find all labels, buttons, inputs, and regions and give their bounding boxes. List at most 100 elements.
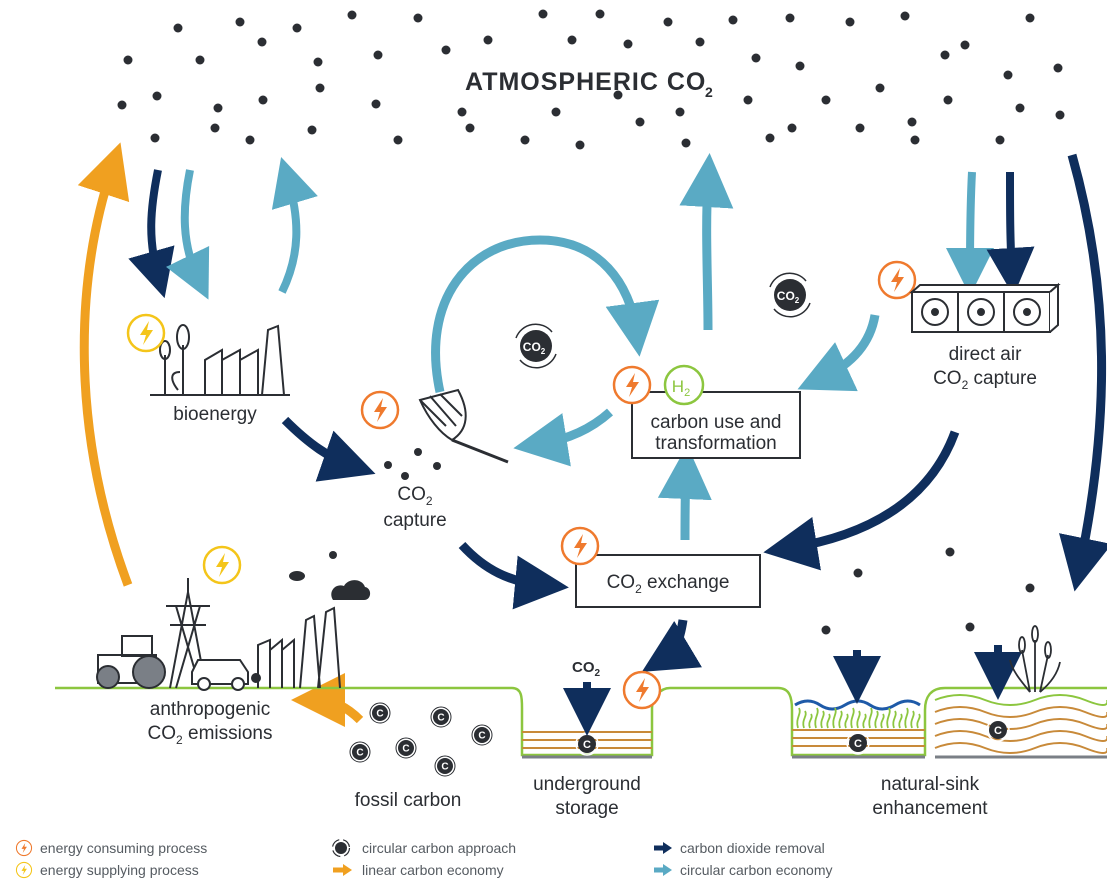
svg-text:C: C [478, 731, 485, 742]
co2-particle [1015, 103, 1025, 113]
co2-particle [945, 547, 955, 557]
co2-particle [960, 40, 970, 50]
co2-particle [213, 103, 223, 113]
ocean-carbon-icon: C [846, 731, 870, 755]
co2-particle [210, 123, 220, 133]
carbon-use-label-line1: carbon use and [651, 412, 782, 433]
seagrass-blade [838, 710, 843, 729]
seagrass-blade [826, 713, 831, 729]
svg-text:C: C [356, 748, 363, 759]
fossil-to-emissions-arrow [291, 673, 364, 728]
carbon-deposit-icon: C [369, 702, 391, 724]
seagrass-blade [910, 710, 915, 729]
co2-particle [907, 117, 917, 127]
co2-particle [613, 90, 623, 100]
seagrass-blade [802, 710, 807, 729]
carbon-deposit-icon: C [430, 706, 452, 728]
svg-text:CO2: CO2 [777, 289, 800, 305]
capture-to-exchange-arrow [458, 541, 569, 610]
co2-particle [785, 13, 795, 23]
seagrass-blade [796, 707, 801, 729]
ground-line [55, 686, 1107, 757]
legend-energy-supplying: energy supplying process [15, 861, 199, 879]
carbon-use-box [631, 391, 801, 459]
smoke-clouds [251, 551, 371, 683]
co2-particle [257, 37, 267, 47]
co2-particle [681, 138, 691, 148]
co2-particle [910, 135, 920, 145]
atmospheric-co2-particles [117, 9, 1065, 635]
co2-particle [787, 123, 797, 133]
bioenergy-plant-illustration [150, 324, 290, 396]
exchange-to-use-arrow [657, 445, 712, 541]
co2-particle [765, 133, 775, 143]
co2-particle [1053, 63, 1063, 73]
wetland-soil-waves [934, 694, 1107, 754]
co2-particle [675, 107, 685, 117]
exchange-to-storage-arrow [641, 619, 703, 672]
capture-net-icon [418, 388, 509, 464]
svg-text:C: C [441, 762, 448, 773]
co2-particle [117, 100, 127, 110]
seagrass-blade [880, 713, 885, 729]
co2-particle [195, 55, 205, 65]
co2-particle [853, 568, 863, 578]
dac-circular-in-arrow [946, 171, 995, 296]
co2-particle [875, 83, 885, 93]
co2-particle [595, 9, 605, 19]
bioenergy-energy-supplying-icon [126, 313, 166, 353]
seagrass-blade [904, 707, 909, 729]
co2-particle [520, 135, 530, 145]
seagrass-blade [862, 713, 867, 729]
co2-capture-label-line2: capture [383, 510, 446, 531]
carbon-use-label-line2: transformation [655, 433, 776, 454]
co2-particle [1055, 110, 1065, 120]
co2-particle [152, 91, 162, 101]
storage-energy-consuming-icon [622, 670, 662, 710]
co2-particle [371, 99, 381, 109]
co2-particle [855, 123, 865, 133]
co2-particle [347, 10, 357, 20]
seagrass-blade [886, 707, 891, 729]
co2-exchange-label: CO2 exchange [607, 572, 730, 596]
svg-text:circular carbon approach: circular carbon approach [362, 840, 516, 856]
dac-label-line1: direct air [949, 344, 1023, 365]
dac-label-line2: CO2 capture [933, 368, 1037, 392]
seagrass-blade [814, 707, 819, 729]
seagrass-blade [916, 713, 921, 729]
atmosphere-to-sink-arrow [1059, 153, 1107, 592]
linear-emission-arrow [77, 142, 133, 587]
co2-particle [575, 140, 585, 150]
svg-text:C: C [376, 709, 383, 720]
bioenergy-label: bioenergy [173, 404, 257, 425]
co2-particle [123, 55, 133, 65]
dac-to-use-arrow [797, 314, 880, 392]
svg-text:energy consuming process: energy consuming process [40, 840, 207, 856]
co2-particle [635, 117, 645, 127]
seagrass-blade [820, 710, 825, 729]
co2-particle [551, 107, 561, 117]
co2-particle [795, 61, 805, 71]
seagrass-blade [844, 713, 849, 729]
co2-particle [821, 625, 831, 635]
co2-exchange-box [575, 554, 761, 608]
emissions-energy-supplying-icon [202, 545, 242, 585]
co2-particle [743, 95, 753, 105]
svg-text:CO2: CO2 [523, 340, 546, 356]
storage-co2-label: CO2 [572, 659, 601, 679]
seagrass-blade [892, 710, 897, 729]
dac-energy-consuming-icon [877, 260, 917, 300]
co2-particle [258, 95, 268, 105]
co2-particle [441, 45, 451, 55]
bioenergy-circular-in-arrow [165, 169, 210, 300]
carbon-use-energy-consuming-icon [612, 365, 652, 405]
circular-co2-badge-right: CO2 [769, 272, 811, 318]
co2-particle [965, 622, 975, 632]
natural-sink-label-line1: natural-sink [881, 774, 980, 795]
bioenergy-to-capture-arrow [281, 416, 376, 482]
capture-energy-consuming-icon [360, 390, 400, 430]
co2-particle [900, 11, 910, 21]
co2-particle [173, 23, 183, 33]
co2-particle [235, 17, 245, 27]
